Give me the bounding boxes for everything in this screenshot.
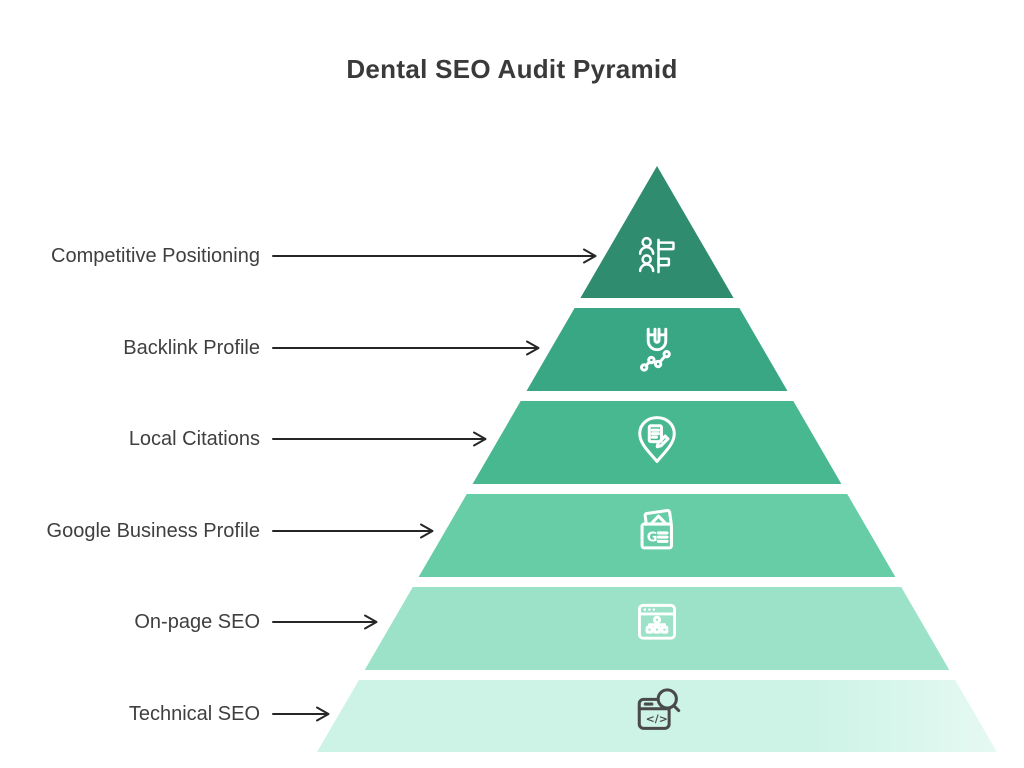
arrow-google-business-profile bbox=[272, 523, 434, 539]
arrow-onpage-seo bbox=[272, 614, 378, 630]
google-g-glyph: G bbox=[647, 531, 658, 546]
arrow-local-citations bbox=[272, 431, 487, 447]
label-competitive-positioning: Competitive Positioning bbox=[51, 245, 260, 267]
competitive-positioning-people-bars-icon bbox=[638, 236, 675, 274]
page-title: Dental SEO Audit Pyramid bbox=[346, 54, 678, 84]
arrow-technical-seo bbox=[272, 706, 330, 722]
label-onpage-seo: On-page SEO bbox=[134, 611, 260, 633]
arrow-competitive-positioning bbox=[272, 248, 597, 264]
code-glyph: </> bbox=[646, 713, 668, 726]
google-business-cards-icon: G bbox=[640, 509, 673, 550]
label-backlink-profile: Backlink Profile bbox=[123, 337, 260, 359]
arrow-backlink-profile bbox=[272, 340, 540, 356]
pyramid-level-competitive-positioning bbox=[580, 166, 734, 298]
backlink-magnet-chart-icon bbox=[640, 327, 671, 372]
local-citations-map-pin-document-icon bbox=[638, 416, 676, 463]
onpage-browser-sitemap-icon bbox=[637, 603, 677, 640]
technical-code-search-icon: </> bbox=[637, 688, 681, 730]
label-technical-seo: Technical SEO bbox=[128, 703, 260, 725]
pyramid-level-technical-seo-highlight bbox=[317, 680, 997, 752]
label-google-business-profile: Google Business Profile bbox=[46, 520, 260, 542]
label-local-citations: Local Citations bbox=[128, 428, 260, 450]
